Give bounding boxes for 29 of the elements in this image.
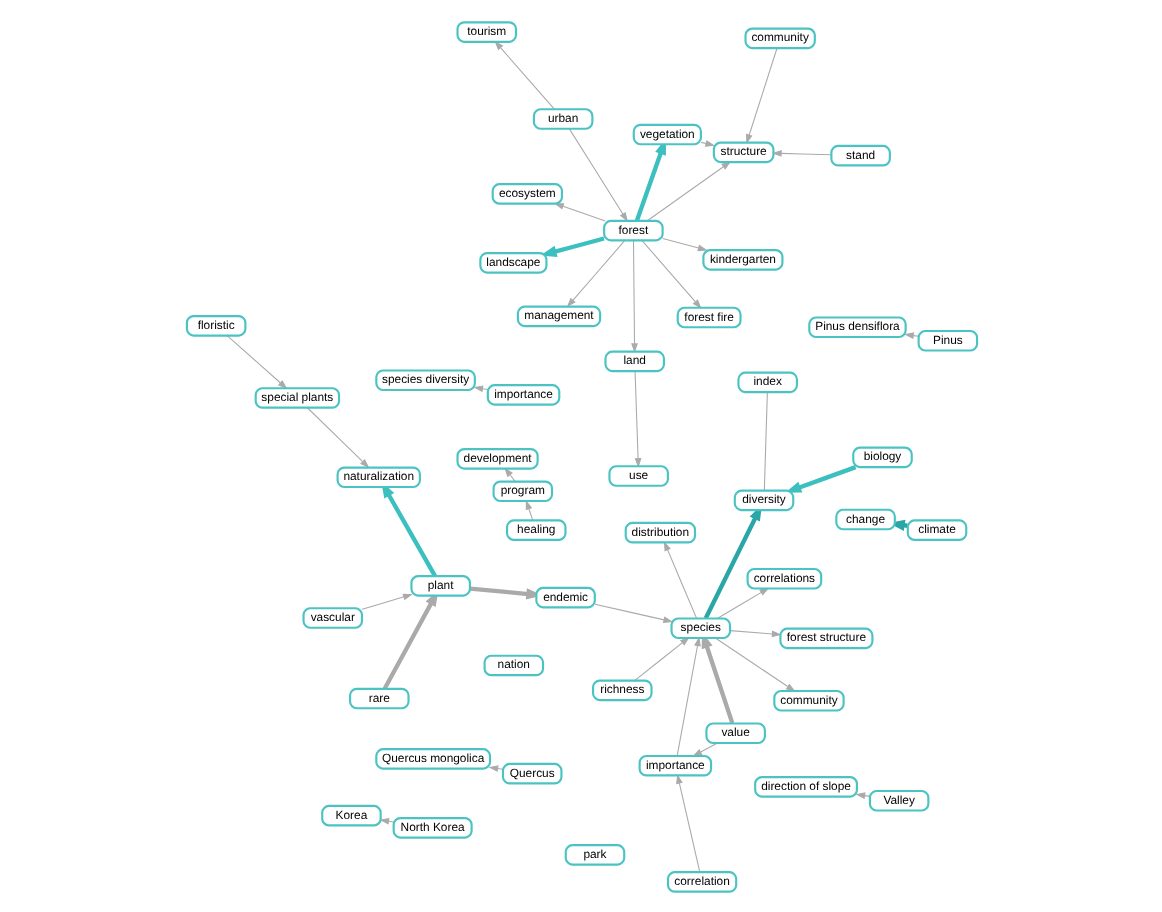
arrow bbox=[745, 46, 777, 143]
arrow bbox=[360, 592, 412, 609]
arrow bbox=[565, 238, 625, 307]
arrow bbox=[903, 331, 918, 339]
connector bbox=[762, 390, 767, 490]
arrow bbox=[633, 635, 689, 680]
arrow bbox=[472, 384, 488, 392]
arrow bbox=[675, 773, 700, 872]
arrow bbox=[784, 464, 856, 492]
arrow bbox=[487, 764, 503, 771]
arrow bbox=[662, 540, 697, 618]
arrow bbox=[728, 629, 781, 637]
arrow bbox=[524, 498, 533, 520]
arrow bbox=[493, 39, 554, 109]
arrow bbox=[633, 369, 641, 467]
arrow bbox=[661, 236, 707, 251]
arrow bbox=[381, 588, 438, 689]
arrow bbox=[539, 235, 604, 256]
arrow bbox=[553, 202, 605, 221]
arrow bbox=[567, 127, 627, 221]
arrow bbox=[770, 149, 831, 156]
arrow bbox=[306, 406, 369, 468]
arrow bbox=[854, 791, 870, 799]
arrow bbox=[640, 239, 701, 308]
arrow bbox=[593, 602, 673, 623]
arrow bbox=[713, 636, 795, 691]
arrow bbox=[630, 238, 637, 353]
arrow bbox=[225, 334, 287, 389]
arrow bbox=[468, 585, 542, 599]
